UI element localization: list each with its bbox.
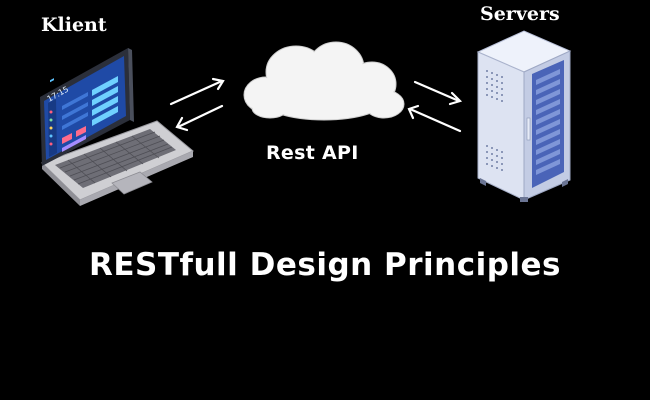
response-arrow-right-icon [407,104,462,133]
server-label: Servers [480,3,560,25]
page-title: RESTfull Design Principles [88,247,561,283]
request-arrow-icon [169,77,225,106]
response-arrow-icon [175,104,224,132]
laptop-icon: 17:15 [40,48,194,206]
rest-api-label: Rest API [266,142,359,164]
server-rack-icon [476,30,572,202]
client-label: Klient [41,14,107,36]
request-arrow-right-icon [413,80,463,106]
